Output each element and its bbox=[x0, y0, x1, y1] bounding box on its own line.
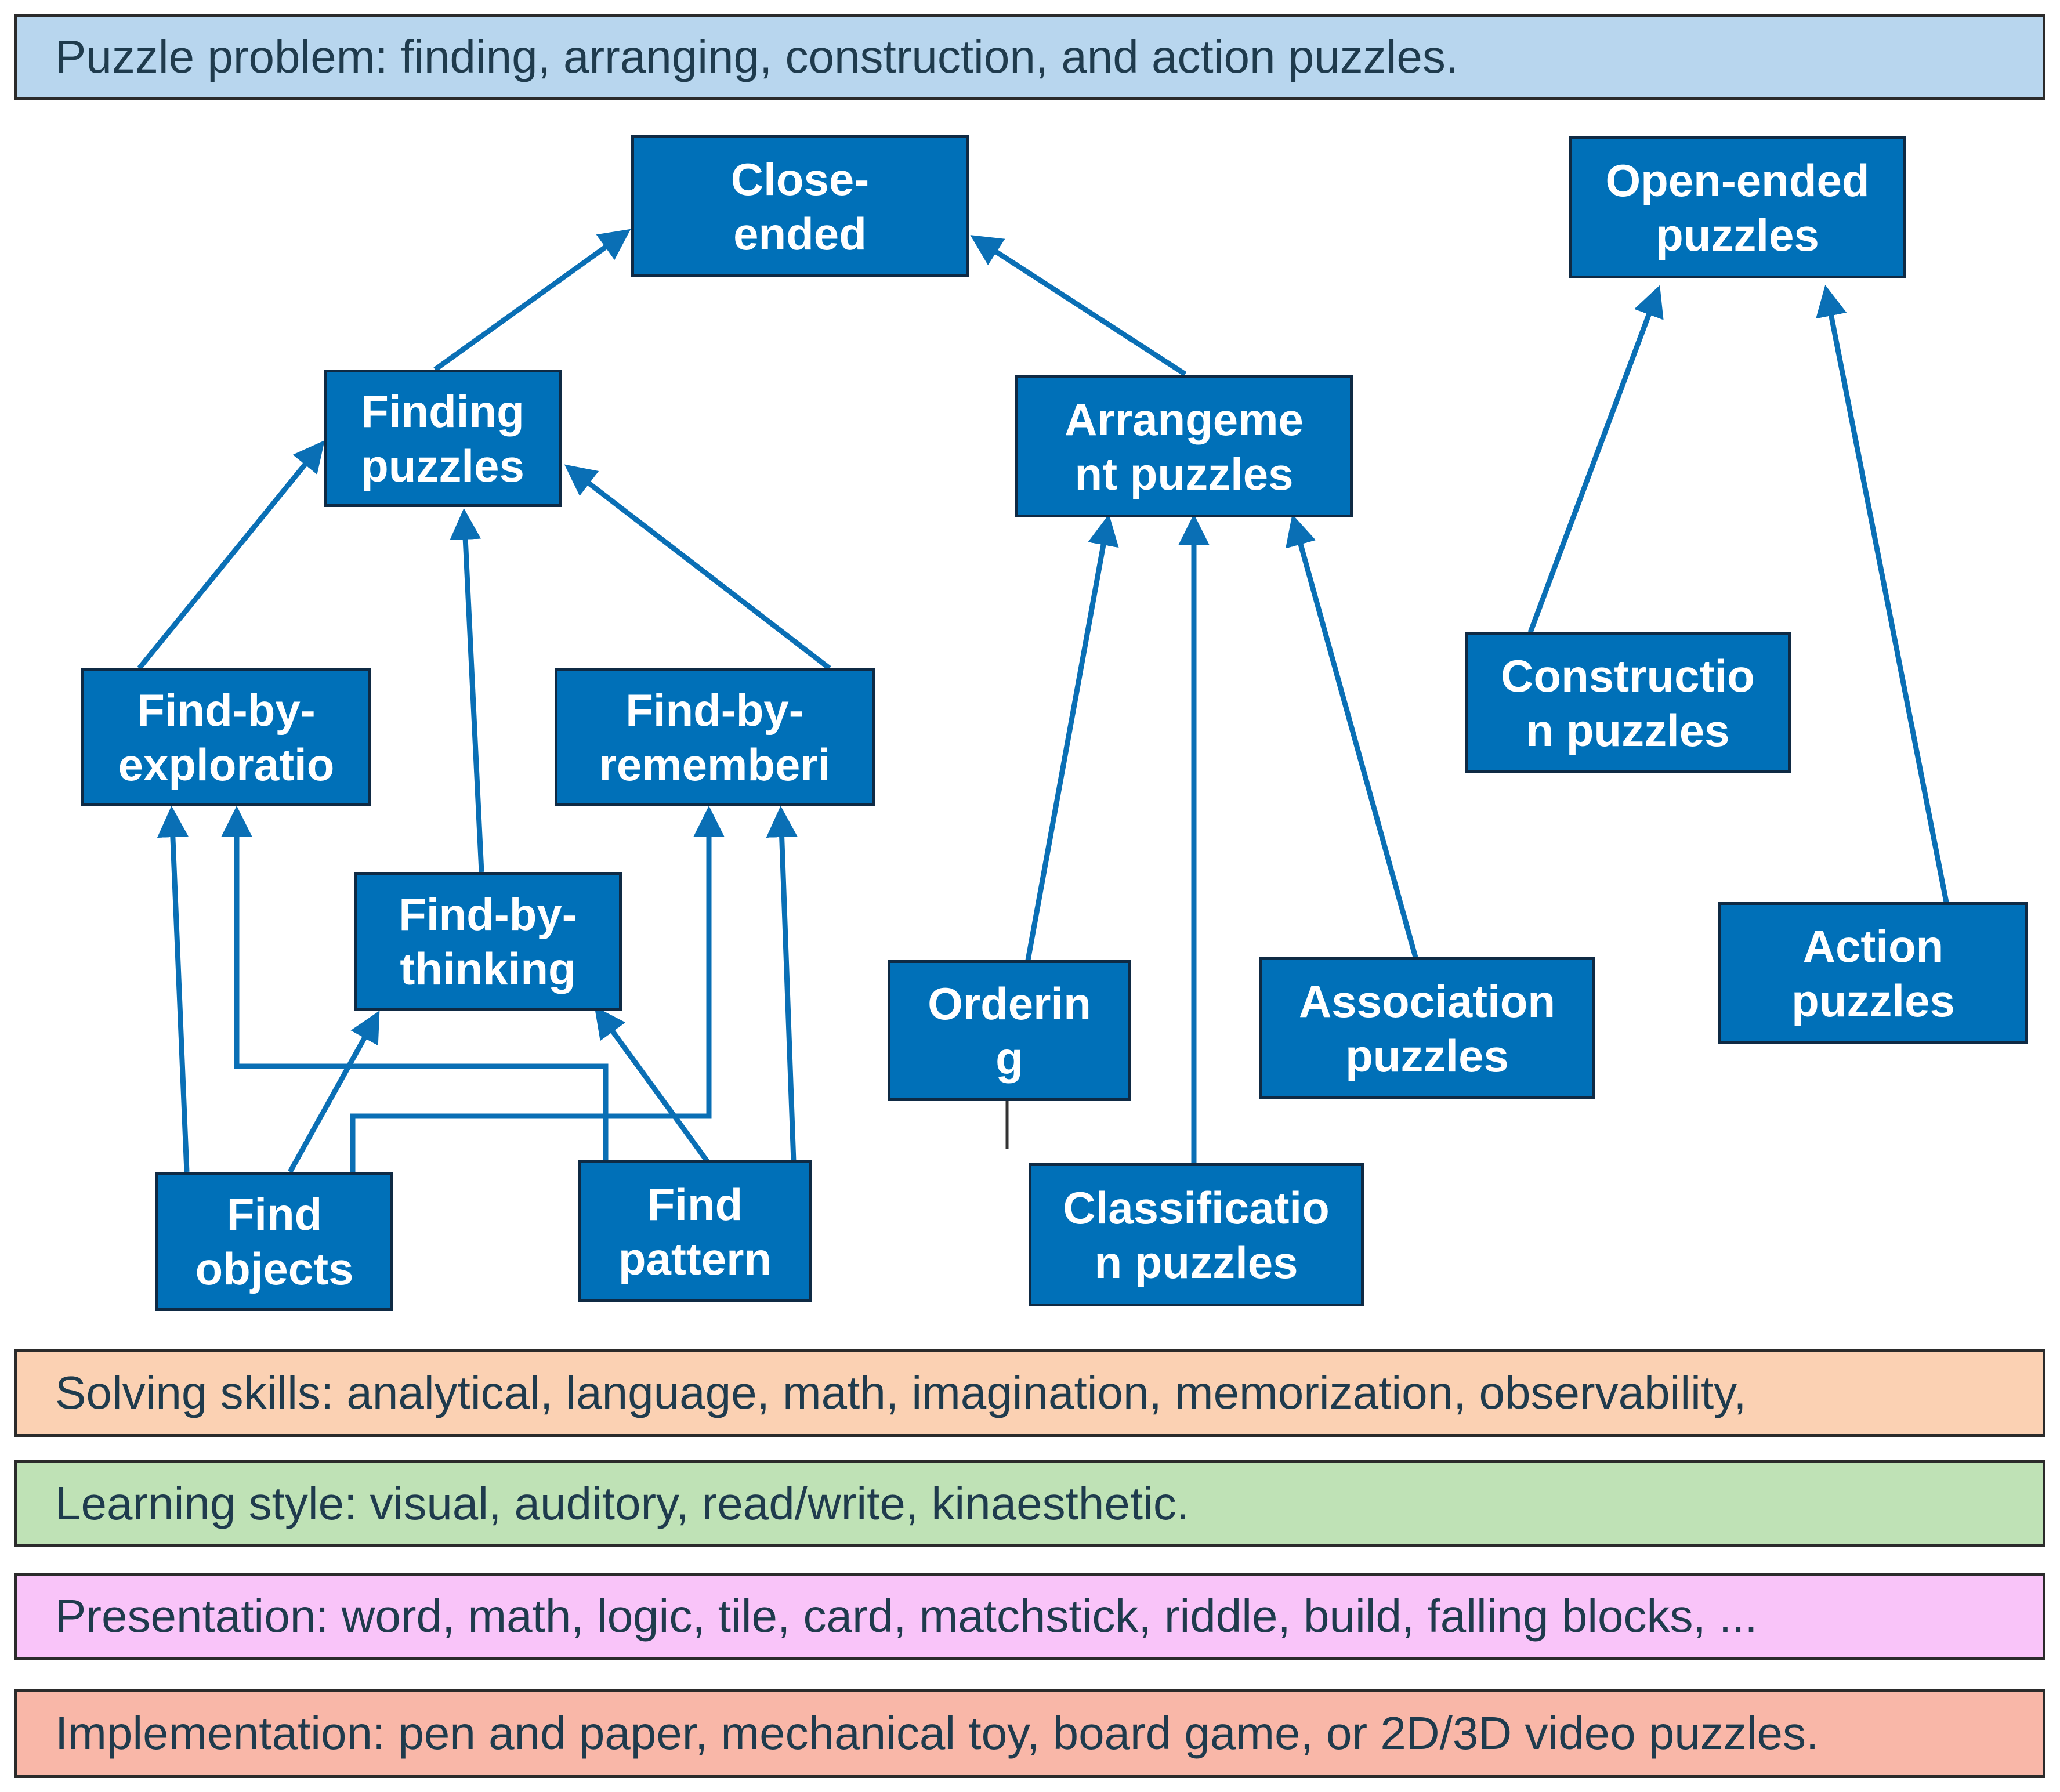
edge-ordering-to-arrangement bbox=[1025, 514, 1119, 961]
presentation-band: Presentation: word, math, logic, tile, c… bbox=[14, 1573, 2045, 1660]
edge-thinking-to-finding bbox=[450, 508, 484, 873]
node-ordering: Orderin g bbox=[888, 960, 1131, 1101]
node-find-objects: Find objects bbox=[155, 1172, 393, 1311]
edge-objects-to-exploration bbox=[157, 806, 190, 1172]
edge-remembering-to-finding bbox=[564, 464, 831, 671]
edge-association-to-arrangement bbox=[1286, 514, 1418, 958]
edge-construction-to-openended bbox=[1527, 285, 1664, 633]
skills-band: Solving skills: analytical, language, ma… bbox=[14, 1349, 2045, 1437]
implementation-band: Implementation: pen and paper, mechanica… bbox=[14, 1689, 2045, 1778]
problem-band: Puzzle problem: finding, arranging, cons… bbox=[14, 14, 2045, 100]
node-find-by-exploration: Find-by- exploratio bbox=[81, 668, 371, 806]
node-open-ended: Open-ended puzzles bbox=[1569, 136, 1906, 278]
node-find-by-remembering: Find-by- rememberi bbox=[555, 668, 875, 806]
node-construction-puzzles: Constructio n puzzles bbox=[1465, 632, 1791, 773]
node-arrangement-puzzles: Arrangeme nt puzzles bbox=[1015, 375, 1353, 517]
edge-finding-to-closeended bbox=[433, 229, 631, 372]
edge-arrangement-to-closeended bbox=[970, 235, 1187, 376]
node-find-by-thinking: Find-by- thinking bbox=[354, 872, 622, 1011]
node-find-pattern: Find pattern bbox=[578, 1160, 812, 1302]
node-association-puzzles: Association puzzles bbox=[1259, 957, 1595, 1099]
edge-objects-to-remembering bbox=[350, 806, 725, 1174]
edge-action-to-openended bbox=[1816, 285, 1949, 903]
node-finding-puzzles: Finding puzzles bbox=[324, 370, 562, 507]
learning-band: Learning style: visual, auditory, read/w… bbox=[14, 1460, 2045, 1547]
edge-objects-to-thinking bbox=[288, 1011, 380, 1174]
node-close-ended: Close- ended bbox=[631, 135, 969, 277]
edge-pattern-to-remembering bbox=[766, 806, 798, 1163]
edge-exploration-to-finding bbox=[137, 440, 325, 670]
edge-pattern-to-exploration bbox=[221, 806, 609, 1160]
edge-pattern-to-thinking bbox=[594, 1006, 710, 1164]
node-classification-puzzles: Classificatio n puzzles bbox=[1029, 1163, 1364, 1306]
node-action-puzzles: Action puzzles bbox=[1718, 902, 2028, 1044]
